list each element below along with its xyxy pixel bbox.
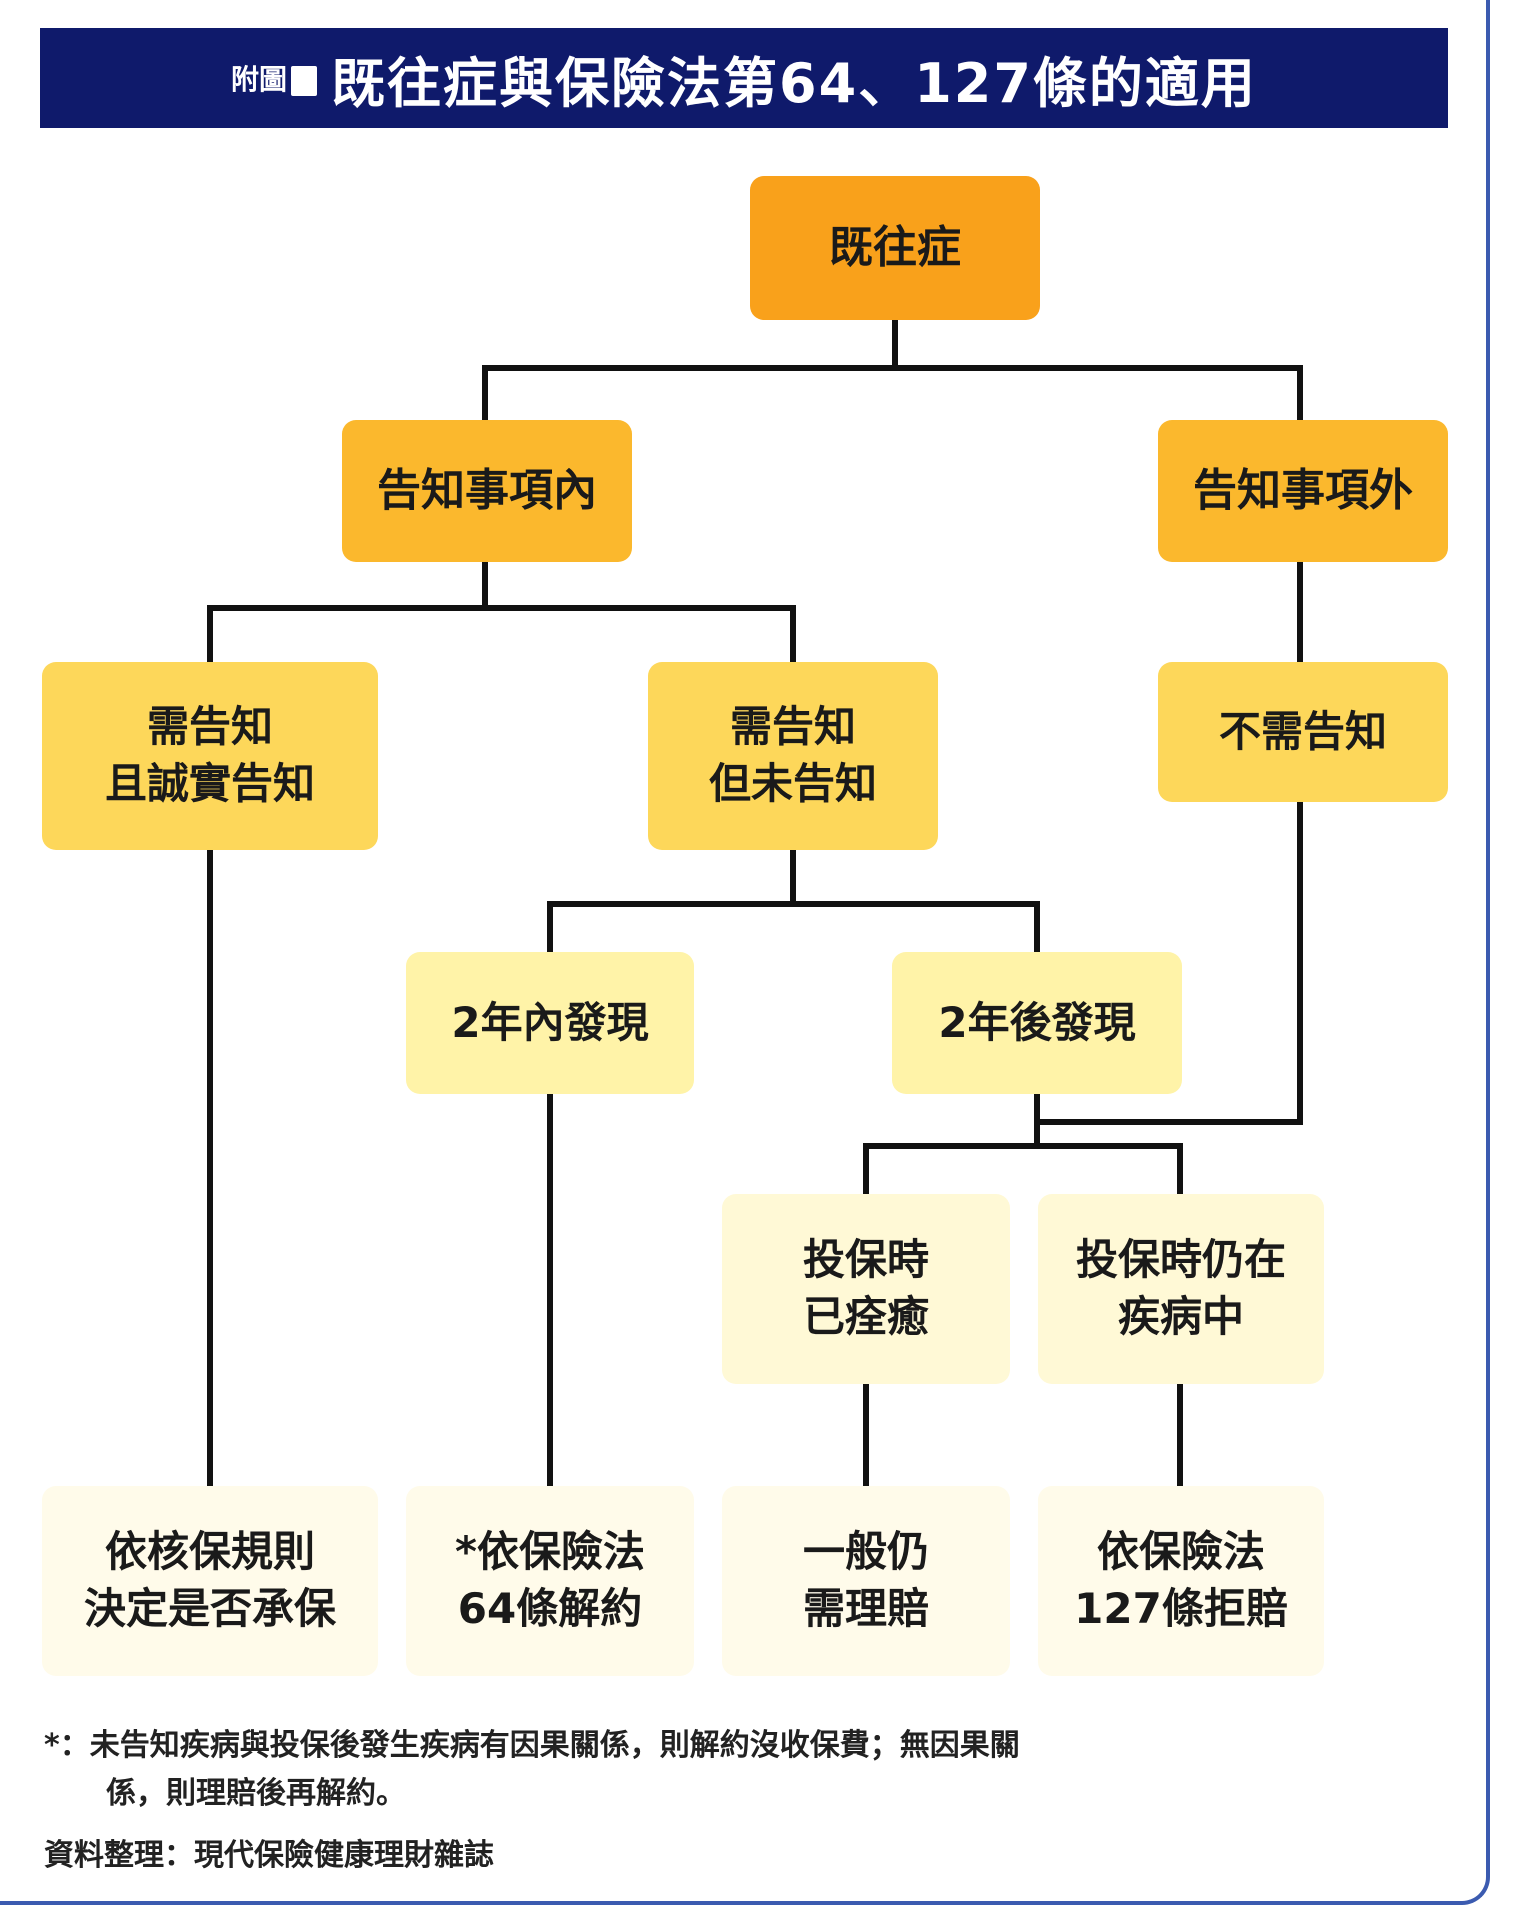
- node-label-line1: 需告知: [146, 702, 273, 752]
- node-label-line1: 投保時仍在: [1075, 1235, 1286, 1285]
- outcome-art64-rescission: *依保險法 64條解約: [406, 1486, 694, 1676]
- connector-root: [482, 317, 1303, 423]
- page-title: 既往症與保險法第64、127條的適用: [331, 51, 1257, 115]
- node-label-line2: 且誠實告知: [104, 759, 315, 808]
- title-banner: 附圖 既往症與保險法第64、127條的適用: [40, 28, 1448, 128]
- node-label-line2: 疾病中: [1117, 1292, 1244, 1341]
- node-label-line2: 127條拒賠: [1074, 1584, 1288, 1633]
- node-label-line2: 需理賠: [802, 1584, 929, 1633]
- node-label: 2年內發現: [451, 997, 649, 1047]
- node-label-line1: 依核保規則: [104, 1527, 315, 1577]
- node-no-need-to-disclose: 不需告知: [1158, 662, 1448, 802]
- node-label: 不需告知: [1218, 706, 1387, 756]
- node-healed-at-enrollment: 投保時 已痊癒: [722, 1194, 1010, 1384]
- node-pre-existing-condition: 既往症: [750, 176, 1040, 320]
- node-label: 告知事項外: [1193, 465, 1413, 517]
- node-label-line2: 但未告知: [708, 759, 877, 808]
- node-found-within-2-years: 2年內發現: [406, 952, 694, 1094]
- outcome-art127-denial: 依保險法 127條拒賠: [1038, 1486, 1324, 1676]
- node-label-line2: 決定是否承保: [83, 1584, 336, 1633]
- footnote: *：未告知疾病與投保後發生疾病有因果關係，則解約沒收保費；無因果關 係，則理賠後…: [44, 1722, 1454, 1818]
- node-within-disclosure: 告知事項內: [342, 420, 632, 562]
- footnote-line2: 係，則理賠後再解約。: [106, 1776, 406, 1811]
- node-label-line1: *依保險法: [455, 1527, 645, 1577]
- node-found-after-2-years: 2年後發現: [892, 952, 1182, 1094]
- node-not-disclosed: 需告知 但未告知: [648, 662, 938, 850]
- node-label-line2: 64條解約: [457, 1584, 643, 1633]
- connector-undisclosed: [547, 847, 1040, 955]
- node-label-line1: 依保險法: [1096, 1527, 1265, 1577]
- node-label: 2年後發現: [938, 997, 1136, 1047]
- page-frame: [0, 0, 1490, 1905]
- node-label-line1: 投保時: [802, 1235, 929, 1285]
- node-disclosed-honestly: 需告知 且誠實告知: [42, 662, 378, 850]
- node-still-ill-at-enrollment: 投保時仍在 疾病中: [1038, 1194, 1324, 1384]
- node-label-line2: 已痊癒: [802, 1292, 929, 1341]
- outcome-claims-paid: 一般仍 需理賠: [722, 1486, 1010, 1676]
- node-label-line1: 一般仍: [802, 1527, 929, 1577]
- node-label: 告知事項內: [377, 465, 597, 517]
- node-outside-disclosure: 告知事項外: [1158, 420, 1448, 562]
- figure-label: 附圖: [231, 58, 318, 98]
- source-credit: 資料整理：現代保險健康理財雜誌: [44, 1838, 494, 1873]
- figure-label-mark: [291, 66, 318, 96]
- connector-within: [207, 559, 796, 665]
- outcome-underwriting-rules: 依核保規則 決定是否承保: [42, 1486, 378, 1676]
- footnote-line1: *：未告知疾病與投保後發生疾病有因果關係，則解約沒收保費；無因果關: [44, 1728, 1020, 1763]
- connector-after2: [863, 799, 1303, 1197]
- node-label-line1: 需告知: [729, 702, 856, 752]
- node-label: 既往症: [829, 222, 961, 274]
